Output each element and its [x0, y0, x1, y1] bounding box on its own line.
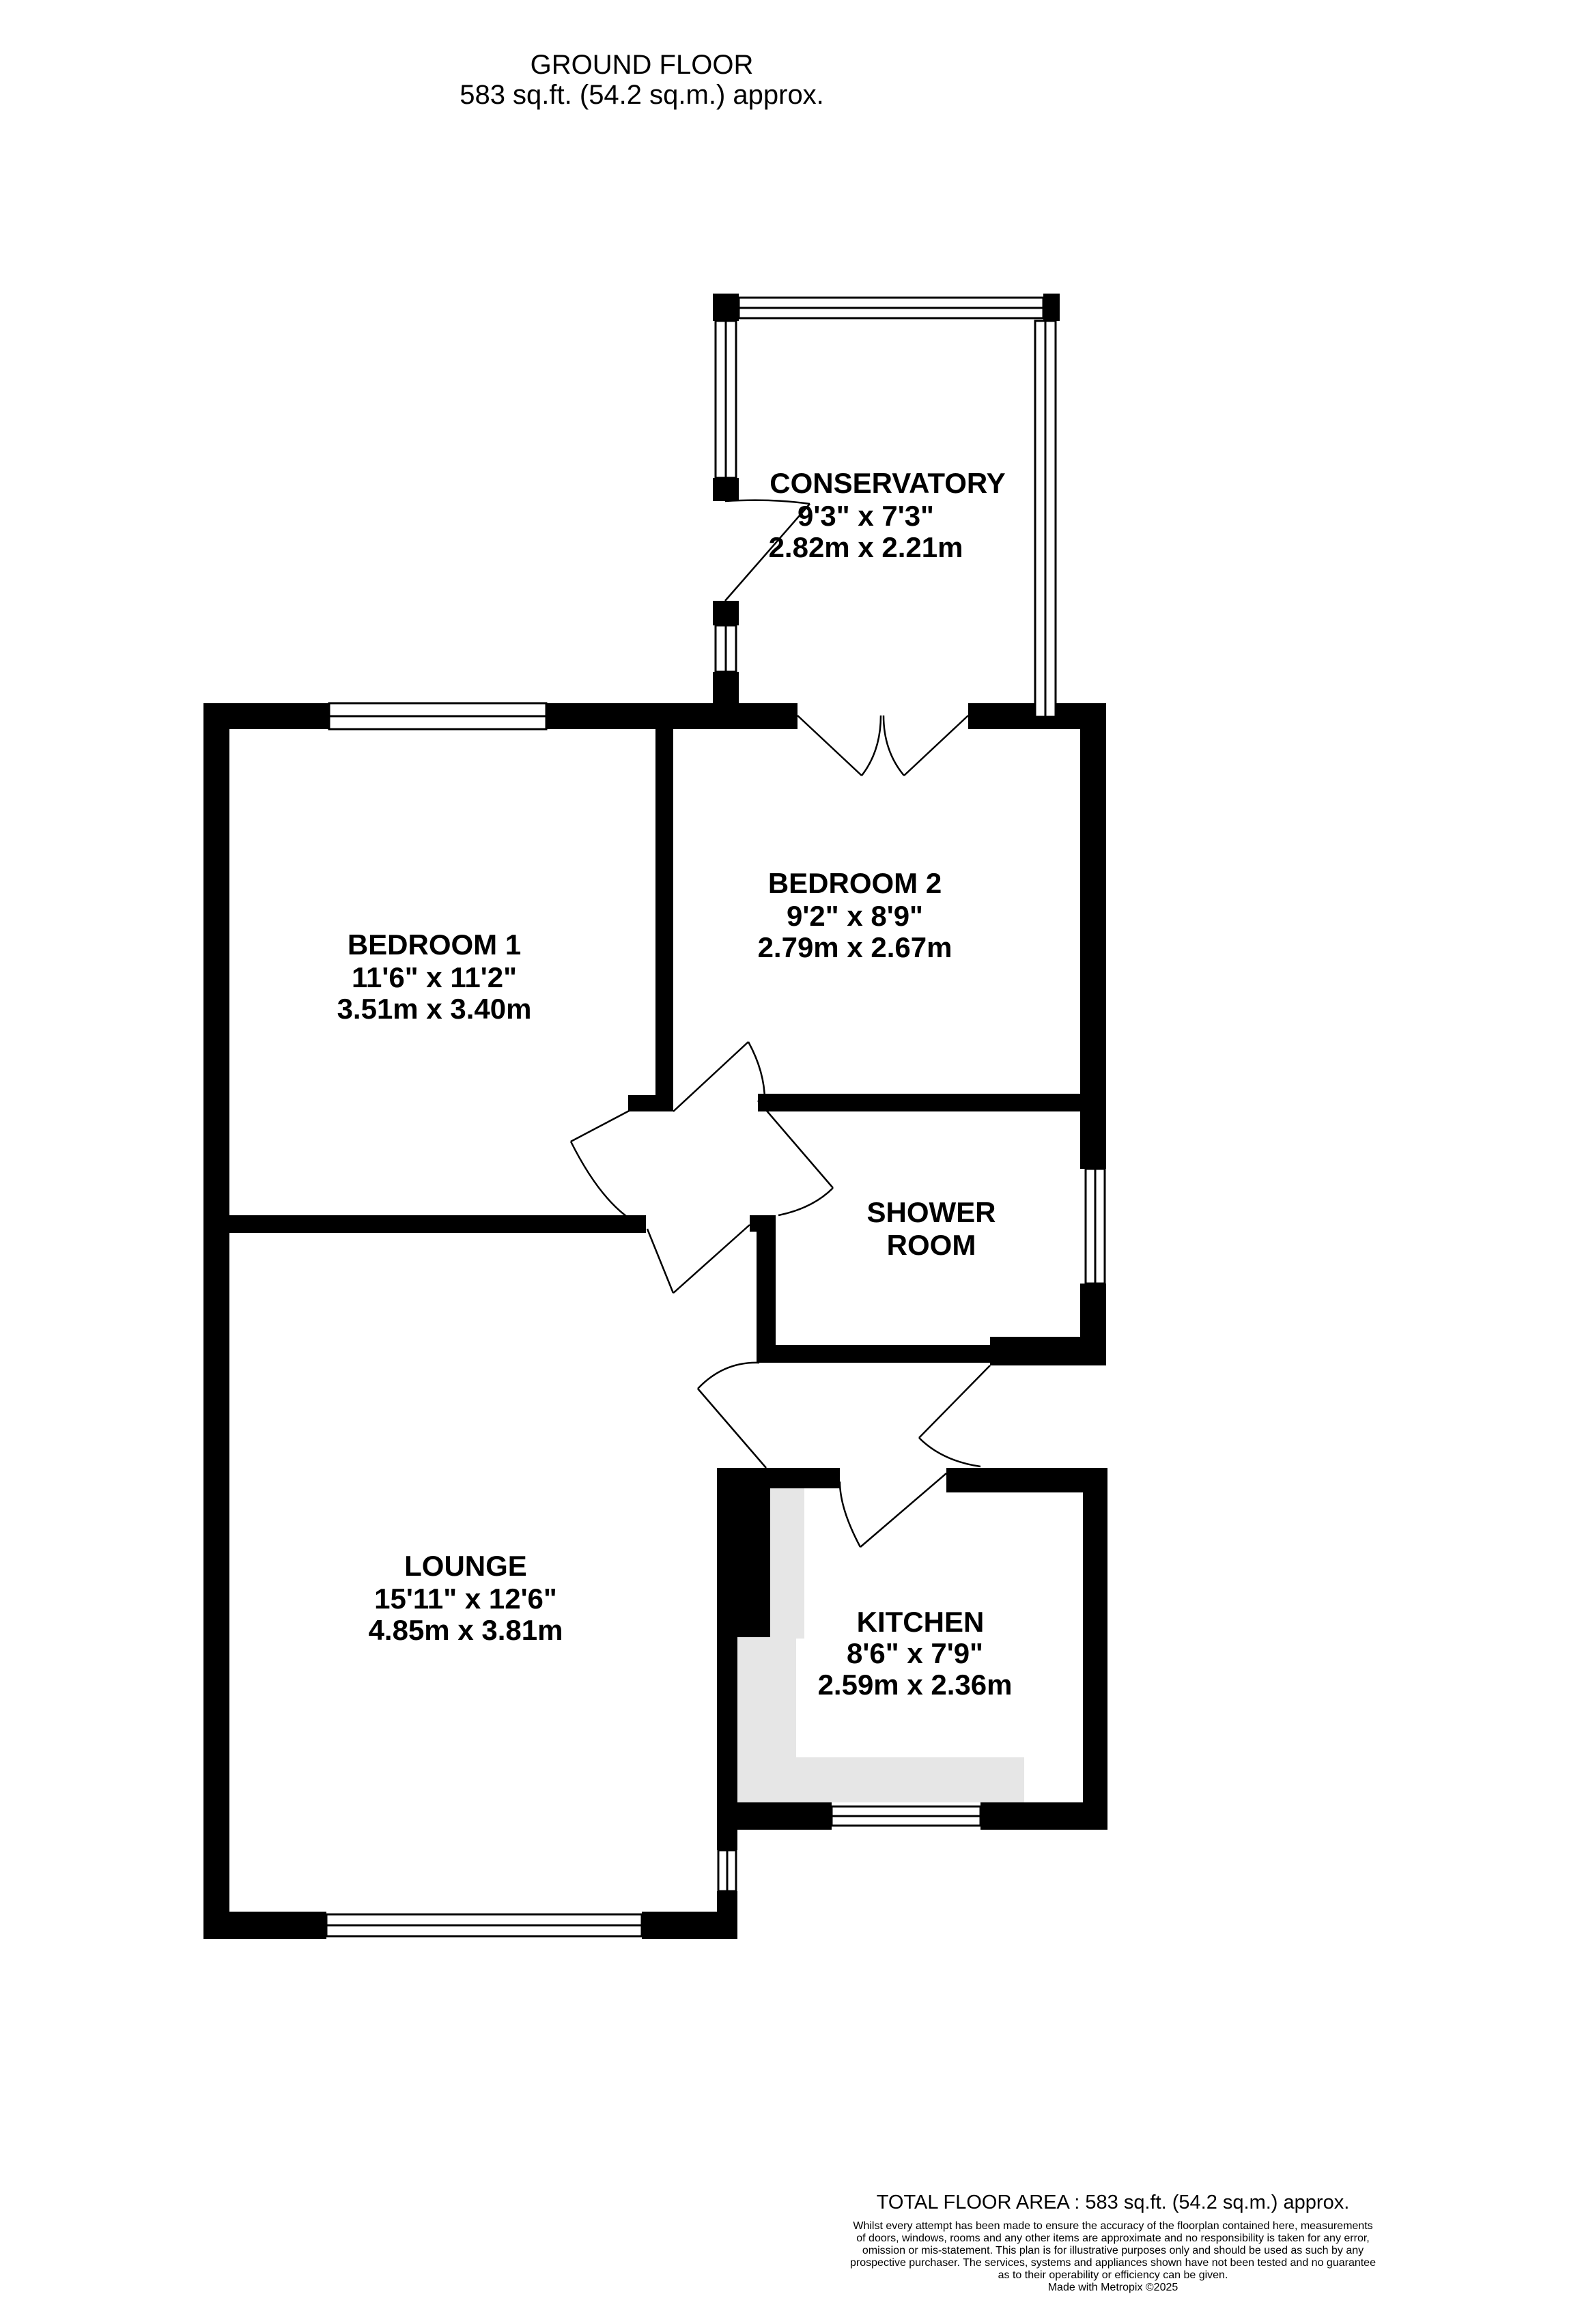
shower-name-line2: ROOM: [887, 1229, 976, 1261]
bedroom2-metric: 2.79m x 2.67m: [758, 931, 952, 963]
windows: [325, 296, 1106, 1938]
kitchen-tall-unit: [737, 1488, 770, 1637]
conservatory-imperial: 9'3" x 7'3": [798, 500, 934, 532]
total-floor-area: TOTAL FLOOR AREA : 583 sq.ft. (54.2 sq.m…: [876, 2192, 1350, 2213]
disclaimer-line: as to their operability or efficiency ca…: [998, 2269, 1228, 2281]
lounge-imperial: 15'11" x 12'6": [374, 1583, 557, 1615]
room-label-shower: SHOWER ROOM: [867, 1196, 996, 1261]
floor-name: GROUND FLOOR: [530, 50, 754, 80]
kitchen-imperial: 8'6" x 7'9": [847, 1637, 983, 1669]
room-label-conservatory: CONSERVATORY 9'3" x 7'3" 2.82m x 2.21m: [769, 467, 1006, 563]
bedroom2-name: BEDROOM 2: [768, 867, 942, 899]
kitchen-metric: 2.59m x 2.36m: [818, 1669, 1013, 1701]
room-label-kitchen: KITCHEN 8'6" x 7'9" 2.59m x 2.36m: [818, 1606, 1013, 1701]
kitchen-name: KITCHEN: [857, 1606, 985, 1638]
shower-name-line1: SHOWER: [867, 1196, 996, 1228]
disclaimer-line: prospective purchaser. The services, sys…: [850, 2257, 1376, 2269]
bedroom1-name: BEDROOM 1: [348, 929, 521, 961]
bedroom1-metric: 3.51m x 3.40m: [337, 993, 532, 1025]
disclaimer-line: omission or mis-statement. This plan is …: [862, 2245, 1364, 2256]
room-label-bedroom1: BEDROOM 1 11'6" x 11'2" 3.51m x 3.40m: [337, 929, 532, 1025]
lounge-metric: 4.85m x 3.81m: [369, 1614, 563, 1646]
disclaimer-line: of doors, windows, rooms and any other i…: [856, 2233, 1370, 2244]
kitchen-floor: [796, 1488, 1024, 1757]
lounge-name: LOUNGE: [404, 1550, 527, 1582]
bedroom2-imperial: 9'2" x 8'9": [787, 900, 923, 932]
walls: [203, 294, 1107, 1939]
disclaimer-line: Whilst every attempt has been made to en…: [853, 2220, 1373, 2232]
conservatory-name: CONSERVATORY: [770, 467, 1005, 499]
credit: Made with Metropix ©2025: [1047, 2282, 1178, 2293]
room-label-lounge: LOUNGE 15'11" x 12'6" 4.85m x 3.81m: [369, 1550, 563, 1646]
bedroom1-imperial: 11'6" x 11'2": [352, 961, 517, 993]
disclaimer: Whilst every attempt has been made to en…: [737, 2220, 1488, 2294]
floor-area: 583 sq.ft. (54.2 sq.m.) approx.: [460, 80, 824, 110]
doors: [569, 499, 991, 1548]
room-label-bedroom2: BEDROOM 2 9'2" x 8'9" 2.79m x 2.67m: [758, 867, 952, 963]
conservatory-metric: 2.82m x 2.21m: [769, 531, 963, 563]
